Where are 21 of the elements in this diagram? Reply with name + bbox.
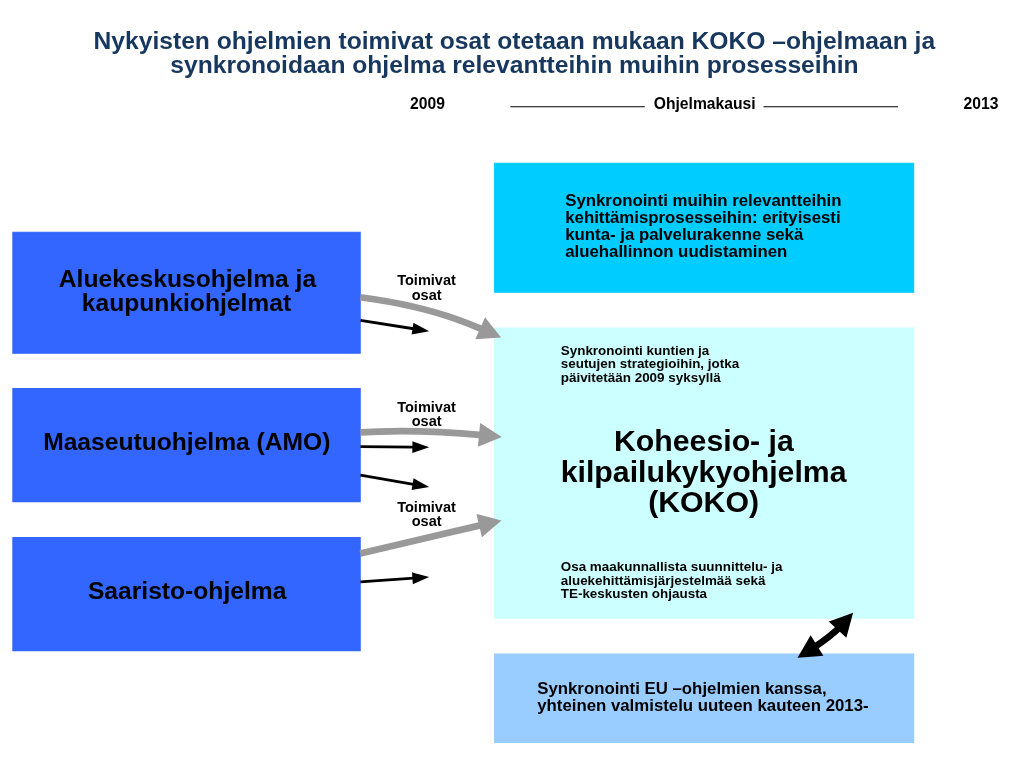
arrow <box>360 572 430 585</box>
diagram-title: Nykyisten ohjelmien toimivat osat otetaan mukaan KOKO –ohjelmaan ja synkronoidaan ohjelma relevantteihin muihin prosesseihin <box>93 26 936 79</box>
label: Ohjelmakausi <box>653 95 756 113</box>
arrow <box>360 422 502 447</box>
arrow <box>360 473 430 490</box>
arrow <box>359 293 502 340</box>
node-box: Maaseutuohjelma (AMO) <box>12 387 361 503</box>
arrow <box>360 441 430 454</box>
arrow <box>360 318 430 335</box>
node-box: Synkronointi muihin relevantteihin kehittämisprosesseihin: erityisesti kunta- ja palvelurakenne sekä aluehallinnon uudistaminen <box>494 162 915 293</box>
edge-label: Toimivat osat <box>397 498 456 530</box>
node-box: Saaristo-ohjelma <box>12 536 361 652</box>
label: 2009 <box>410 94 445 112</box>
edge-label: Toimivat osat <box>397 272 456 303</box>
label: 2013 <box>963 94 999 112</box>
node-box: Synkronointi EU –ohjelmien kanssa, yhteinen valmistelu uuteen kauteen 2013- <box>494 653 915 744</box>
node-box: Synkronointi kuntien ja seutujen strategioihin, jotka päivitetään 2009 syksyllä Koheesio- ja kilpailukykyohjelma (KOKO) Osa maakunnallista suunnittelu- ja aluekehittämisjärjestelmää sekä TE-keskusten ohjausta <box>494 327 915 619</box>
edge-label: Toimivat osat <box>397 398 456 430</box>
arrow <box>359 513 502 557</box>
arrow <box>797 612 854 658</box>
node-box: Aluekeskusohjelma ja kaupunkiohjelmat <box>12 231 361 354</box>
